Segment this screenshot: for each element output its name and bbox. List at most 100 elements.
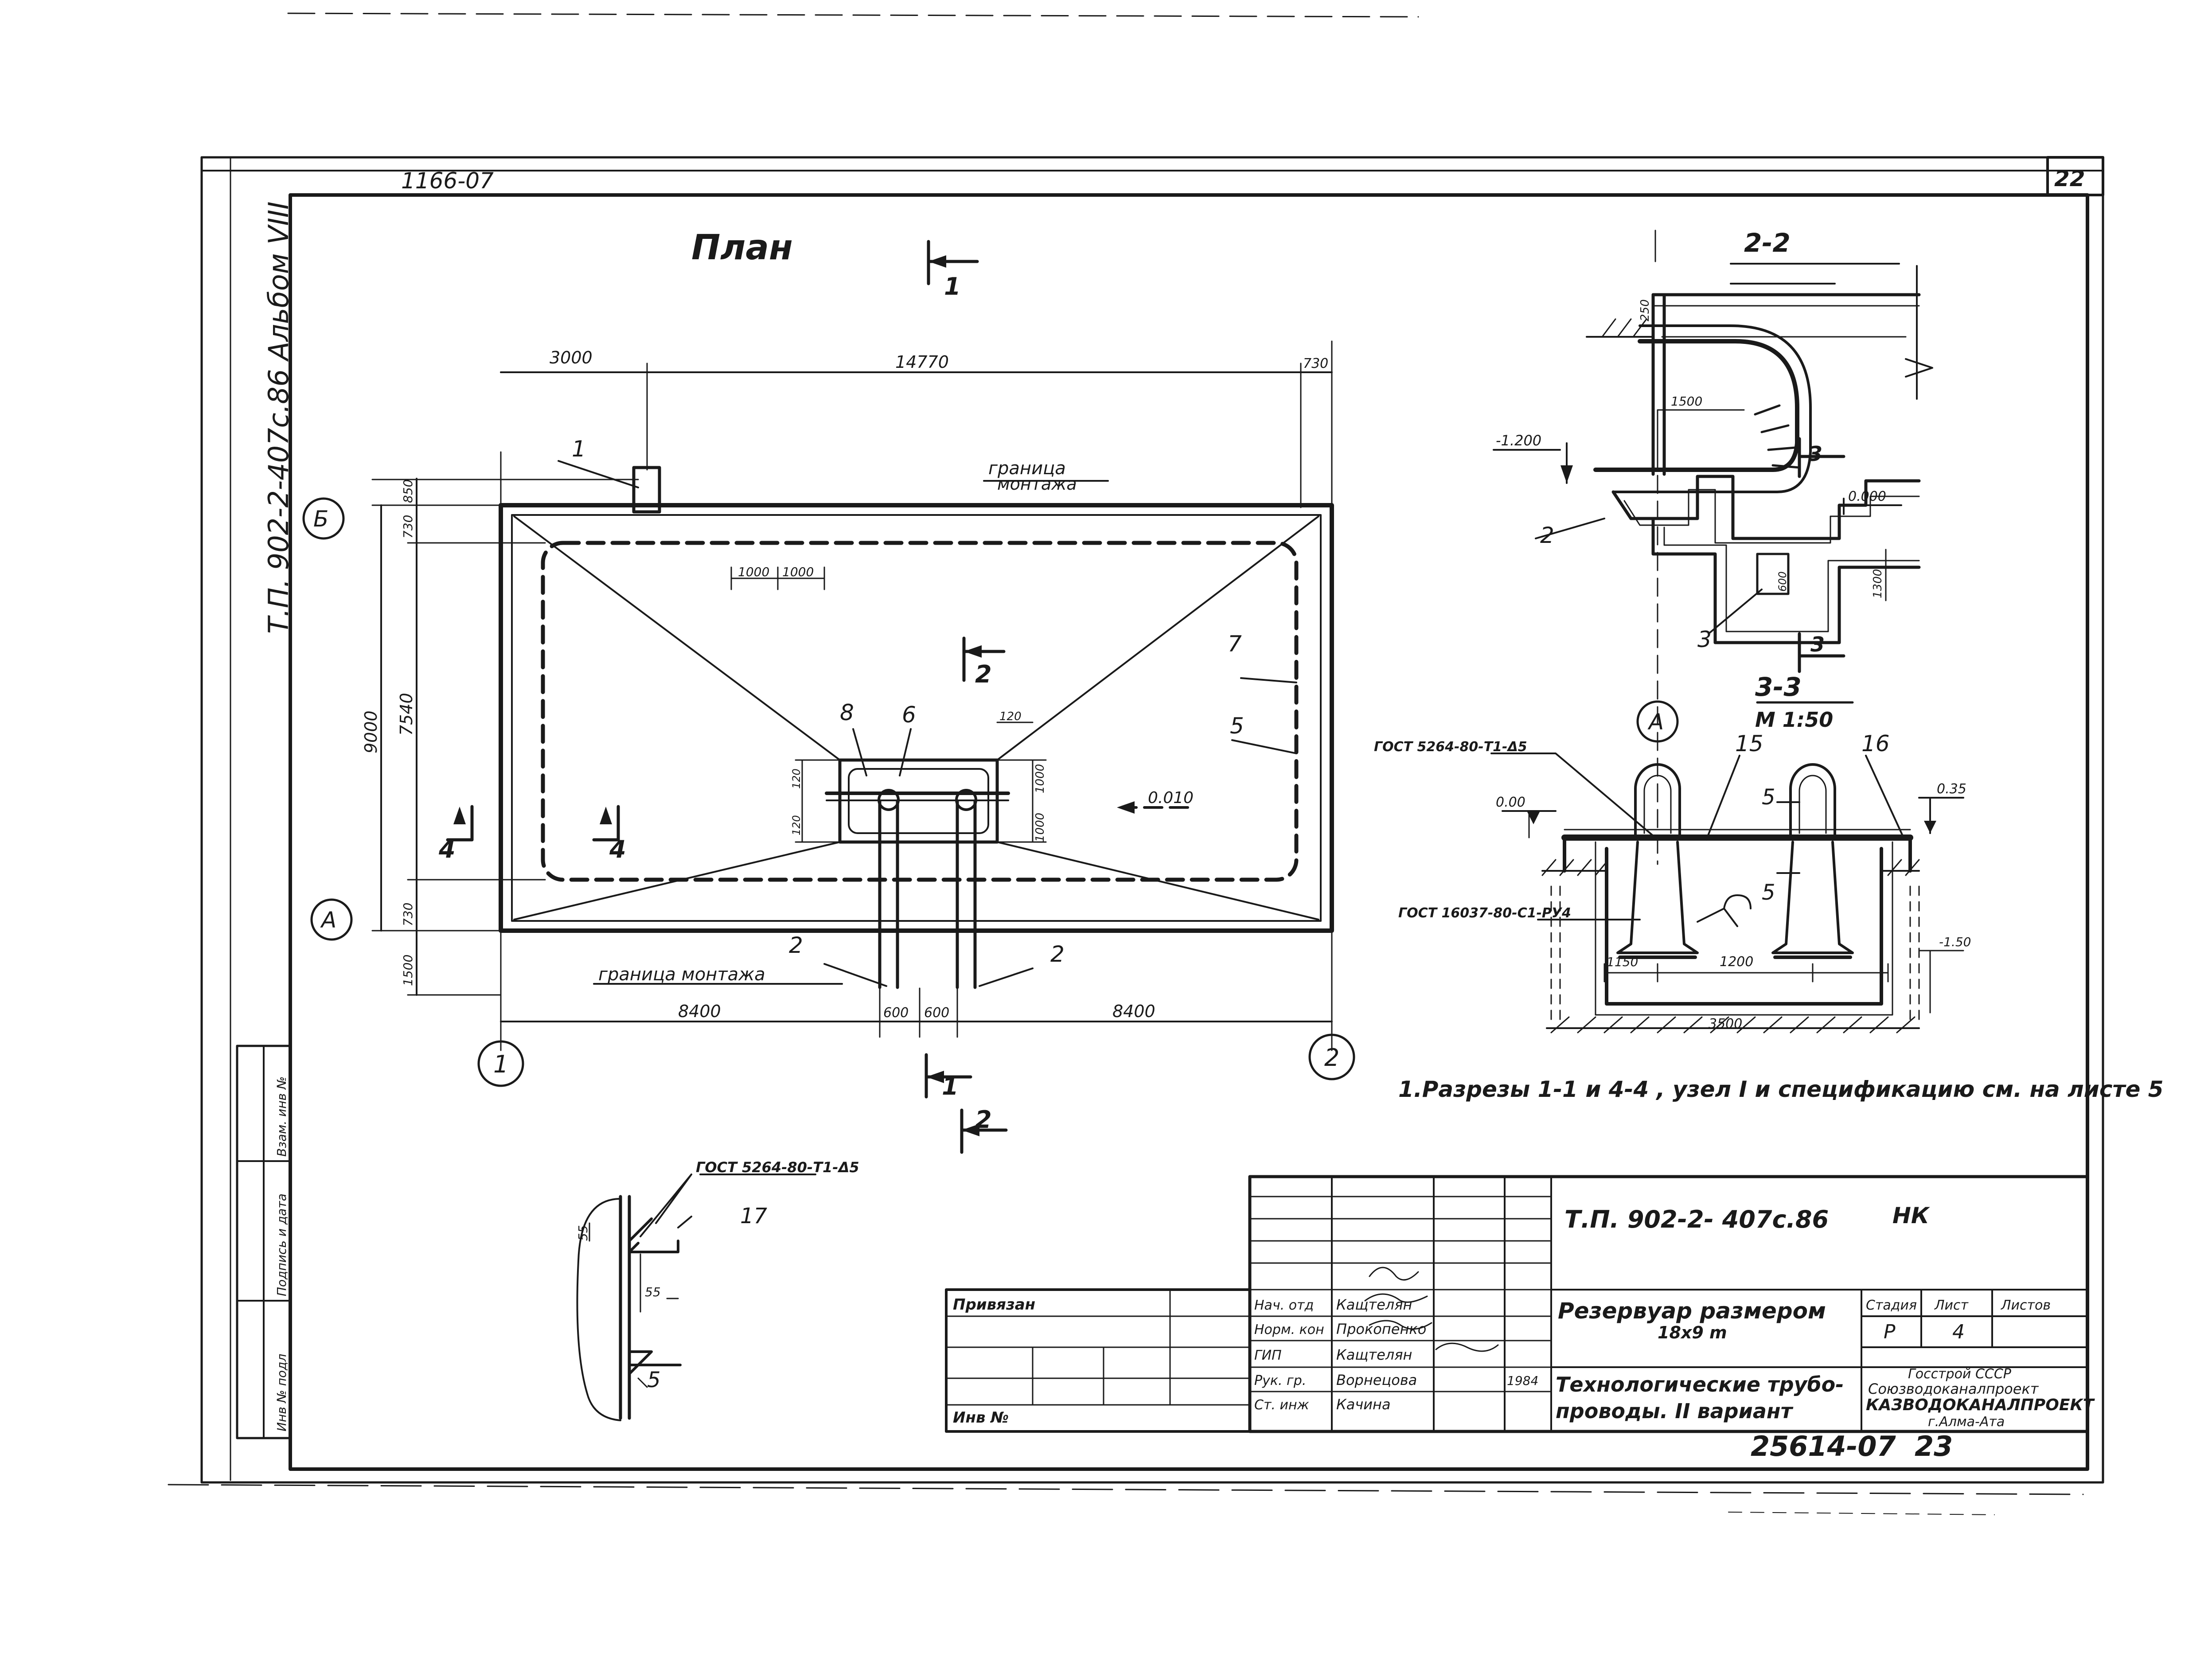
section-3-3: [1490, 449, 1964, 1033]
sheet-number: 22: [2054, 166, 2085, 191]
callout-1: 1: [572, 436, 586, 462]
plan-boundary-top-1: граница: [988, 458, 1066, 479]
section-3-3-dim-a: 1150: [1607, 955, 1638, 969]
title-block-object-line1: Резервуар размером: [1558, 1298, 1826, 1324]
section-3-3-dim-b: 1200: [1720, 954, 1753, 970]
plan-dim-top-total: 14770: [895, 352, 949, 372]
plan-dim-left-top-b: 730: [401, 515, 415, 538]
section-3-3-level-bottom: -1.50: [1939, 935, 1971, 949]
plan-dim-top-left: 3000: [550, 348, 593, 367]
sheet-frame: [168, 12, 2104, 1515]
side-stamp-original-inv: Инв № подл: [274, 1354, 289, 1431]
signer-role-2: Норм. кон: [1254, 1322, 1324, 1337]
plan-dim-sump-right-a: 120: [999, 710, 1022, 723]
detail-dim-1: 55: [576, 1225, 590, 1241]
plan-view: План: [302, 228, 1355, 1154]
axis-a-bubble: А: [320, 907, 336, 933]
plan-dim-sump-left-a: 120: [790, 768, 803, 789]
signer-name-3: Кащтелян: [1336, 1346, 1412, 1363]
plan-dim-sump-right-c: 1000: [1034, 813, 1047, 842]
section-4-left-label: 4: [438, 835, 456, 863]
title-block-privyazan: Привязан: [953, 1296, 1035, 1314]
section-3-cut-top: 3: [1808, 442, 1822, 466]
section-3-cut-bottom: 3: [1810, 632, 1825, 656]
callout-5: 5: [1230, 713, 1244, 739]
section-2-2-callout-2: 2: [1540, 523, 1554, 548]
section-2-2-dim-top: 250: [1639, 299, 1652, 321]
title-block-org-3: КАЗВОДОКАНАЛПРОЕКТ: [1866, 1396, 2095, 1414]
section-4-right-label: 4: [609, 835, 626, 863]
callout-8: 8: [840, 700, 854, 725]
title-block-inv: Инв №: [953, 1409, 1009, 1427]
title-block-org-2: Союзводоканалпроект: [1868, 1380, 2039, 1397]
plan-boundary-top-2: монтажа: [997, 474, 1077, 494]
section-1-top-label: 1: [944, 273, 961, 300]
signer-name-4: Ворнецова: [1336, 1372, 1417, 1388]
title-block-org-4: г.Алма-Ата: [1928, 1414, 2005, 1430]
bottom-code: 25614-07: [1751, 1430, 1896, 1462]
side-stamp: [236, 1045, 292, 1439]
plan-dim-sump-left-b: 120: [790, 815, 803, 835]
title-block-code: Т.П. 902-2- 407с.86: [1564, 1205, 1829, 1233]
title-block-sheet-header: Лист: [1934, 1298, 1969, 1313]
section-3-3-title: 3-3: [1755, 672, 1802, 702]
section-3-3-dim-total: 3500: [1709, 1016, 1742, 1032]
plan-dim-bottom-mid-a: 600: [883, 1005, 909, 1021]
plan-dim-left-inner: 7540: [397, 693, 416, 736]
section-3-3-callout-15: 15: [1735, 731, 1763, 756]
title-block-sheet-line1: Технологические трубо-: [1556, 1373, 1844, 1396]
signer-name-2: Прокопенко: [1336, 1321, 1426, 1337]
plan-dim-left-bot-b: 1500: [401, 955, 415, 986]
weld-detail: [576, 1174, 816, 1421]
detail-callout-5: 5: [647, 1368, 661, 1392]
plan-title: План: [691, 228, 793, 268]
section-2-2-level-right: 0.000: [1848, 489, 1886, 504]
section-2-2-dim-sump-b: 600: [1776, 571, 1789, 592]
section-3-3-gost-bottom: ГОСТ 16037-80-С1-РУ4: [1398, 905, 1571, 921]
title-block-sheet: 4: [1952, 1321, 1965, 1343]
title-block: [945, 1175, 2089, 1433]
callout-7: 7: [1228, 631, 1242, 657]
title-block-year: 1984: [1507, 1373, 1538, 1388]
section-3-3-scale: М 1:50: [1755, 708, 1833, 732]
plan-boundary-bottom: граница монтажа: [598, 964, 765, 985]
section-3-3-level-right: 0.35: [1937, 781, 1966, 797]
plan-dim-left-bot-a: 730: [401, 903, 415, 926]
title-block-mark: НК: [1892, 1203, 1930, 1228]
section-2-2-title: 2-2: [1744, 228, 1791, 258]
axis-2-bubble: 2: [1324, 1044, 1339, 1072]
section-2-2: [1493, 230, 1933, 673]
section-3-3-level-left: 0.00: [1496, 795, 1525, 810]
axis-b-bubble: Б: [313, 506, 328, 532]
section-2-top-label: 2: [975, 660, 992, 688]
title-block-object-line2: 18х9 m: [1658, 1323, 1727, 1342]
side-stamp-replace-inv: Взам. инв №: [274, 1076, 289, 1157]
section-3-3-callout-16: 16: [1861, 731, 1890, 756]
detail-dim-2: 55: [645, 1285, 661, 1299]
corner-code: 1166-07: [401, 168, 494, 194]
bottom-page: 23: [1915, 1430, 1953, 1462]
plan-dim-bottom-right: 8400: [1112, 1002, 1155, 1021]
signer-role-5: Ст. инж: [1254, 1397, 1309, 1413]
axis-1-bubble: 1: [493, 1050, 508, 1078]
plan-dim-inner-a: 1000: [738, 565, 769, 579]
plan-dim-bottom-mid-b: 600: [924, 1005, 949, 1021]
plan-dim-left-top-a: 850: [401, 480, 415, 503]
callout-2-left: 2: [789, 932, 803, 958]
title-block-sheets-header: Листов: [2001, 1298, 2051, 1313]
callout-6: 6: [902, 702, 916, 728]
plan-dim-sump-right-b: 1000: [1034, 764, 1047, 793]
detail-gost: ГОСТ 5264-80-Т1-Δ5: [696, 1159, 859, 1176]
side-stamp-signature-date: Подпись и дата: [274, 1193, 289, 1296]
section-2-bottom-label: 2: [975, 1106, 992, 1134]
vertical-title: Т.П. 902-2-407с.86 Альбом VIII: [262, 202, 295, 634]
drawing-note: 1.Разрезы 1-1 и 4-4 , узел I и специфика…: [1398, 1076, 2164, 1102]
section-3-3-callout-5-top: 5: [1762, 785, 1775, 810]
title-block-stage-header: Стадия: [1866, 1298, 1917, 1313]
title-block-stage: Р: [1884, 1321, 1896, 1343]
title-block-sheet-line2: проводы. II вариант: [1556, 1399, 1794, 1423]
section-3-3-axis-a: А: [1647, 709, 1664, 735]
plan-dim-left-total: 9000: [361, 710, 381, 753]
signer-role-1: Нач. отд: [1254, 1298, 1314, 1313]
